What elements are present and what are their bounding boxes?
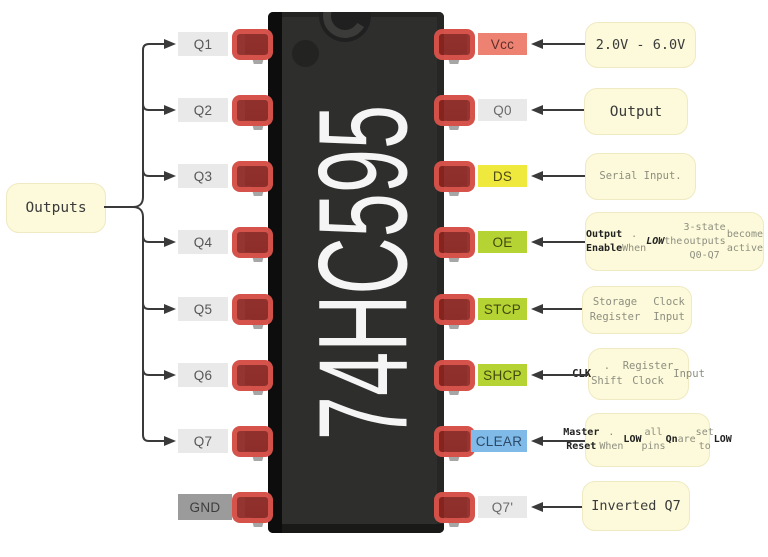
pin-label-q5: Q5 [178,297,228,321]
annotation-text-segment: . When [622,228,647,254]
annotation-text-segment: Serial Input. [599,170,682,182]
annotation-text-segment: Inverted Q7 [591,498,681,514]
annotation-text-segment: become active [726,228,763,254]
chip-marking: 74HC595 [282,12,444,533]
pin-label-q7: Q7 [178,429,228,453]
annotation-ds-serial-input: Serial Input. [585,153,696,200]
annotation-text-segment: Output [609,103,663,120]
chip-part-number: 74HC595 [292,104,434,441]
pin-label-q1: Q1 [178,32,228,56]
pin-label-text: Q1 [193,36,213,52]
pin-marker-stcp [434,294,475,325]
outputs-group-label: Outputs [25,200,87,216]
chip-bottom-bevel [268,524,444,533]
annotation-text-segment: all pins [641,427,666,452]
chip-body: 74HC595 [268,12,444,533]
pin-label-vcc: Vcc [478,33,527,55]
pin-label-text: CLEAR [475,433,523,449]
annotation-vcc-range: 2.0V - 6.0V [585,22,696,68]
chip-pin1-dimple [292,40,319,67]
pin-marker-q2 [232,95,273,126]
annotation-text-segment: LOW [713,434,732,445]
pin-marker-q7inv [434,492,475,523]
pin-marker-shcp [434,360,475,391]
annotation-text-segment: set to [695,427,714,452]
pin-marker-q1 [232,29,273,60]
pin-label-text: GND [189,499,221,515]
annotation-text-segment: Output Enable [586,228,623,254]
pin-marker-ds [434,161,475,192]
pin-label-gnd: GND [178,494,232,520]
pin-label-text: Q0 [493,102,512,118]
pin-label-text: DS [492,168,513,184]
chip-left-side [268,12,282,533]
pin-marker-q6 [232,360,273,391]
annotation-q7-inverted: Inverted Q7 [582,481,690,531]
pin-label-q0: Q0 [478,99,527,121]
pin-label-oe: OE [478,231,527,253]
annotation-text-segment: 3-state outputs Q0-Q7 [683,221,726,261]
annotation-text-segment: Clock Input [653,296,685,323]
outputs-group-note: Outputs [6,183,106,233]
annotation-text-segment: . When [599,427,624,452]
pin-label-text: Q7' [491,499,514,515]
pin-marker-q0 [434,95,475,126]
pin-label-text: Q2 [193,102,213,118]
pin-marker-vcc [434,29,475,60]
chip-right-bevel [437,12,444,533]
annotation-text-segment: Master Reset [563,427,600,452]
annotation-text-segment: Register Clock [622,360,674,387]
pin-label-q3: Q3 [178,164,228,188]
pin-marker-clear [434,426,475,457]
annotation-text-segment: the [664,235,683,247]
pin-marker-q7 [232,426,273,457]
pin-label-text: SHCP [483,367,522,383]
pin-label-text: Vcc [490,36,515,52]
annotation-text-segment: CLK [572,367,592,380]
annotation-text-segment: Input [673,367,705,380]
annotation-stcp-storage-clock: Storage Register Clock Input [582,286,692,334]
pin-label-ds: DS [478,165,527,187]
annotation-text-segment: Storage Register [589,296,641,323]
pin-label-shcp: SHCP [478,364,527,386]
annotation-text-segment: LOW [646,235,665,247]
annotation-text-segment: 2.0V - 6.0V [595,37,686,53]
annotation-text-segment: LOW [623,434,642,445]
pin-label-q6: Q6 [178,363,228,387]
pin-label-q2: Q2 [178,98,228,122]
pin-label-stcp: STCP [478,298,527,320]
annotation-q0-output: Output [584,88,688,135]
pin-marker-gnd [232,492,273,523]
pin-label-text: OE [492,234,513,250]
pin-marker-q5 [232,294,273,325]
annotation-text-segment: . Shift [591,360,623,387]
pin-label-text: Q3 [193,168,213,184]
annotation-text-segment: Qn [665,434,678,445]
pin-marker-q4 [232,227,273,258]
pin-marker-oe [434,227,475,258]
pin-label-text: STCP [483,301,522,317]
pin-label-text: Q6 [193,367,213,383]
pin-label-text: Q5 [193,301,213,317]
pin-marker-q3 [232,161,273,192]
pin-label-text: Q4 [193,234,213,250]
annotation-text-segment: are [677,434,696,445]
pin-label-clear: CLEAR [471,430,527,452]
pin-label-q4: Q4 [178,230,228,254]
pin-label-text: Q7 [193,433,213,449]
pin-label-q7inv: Q7' [478,496,527,518]
